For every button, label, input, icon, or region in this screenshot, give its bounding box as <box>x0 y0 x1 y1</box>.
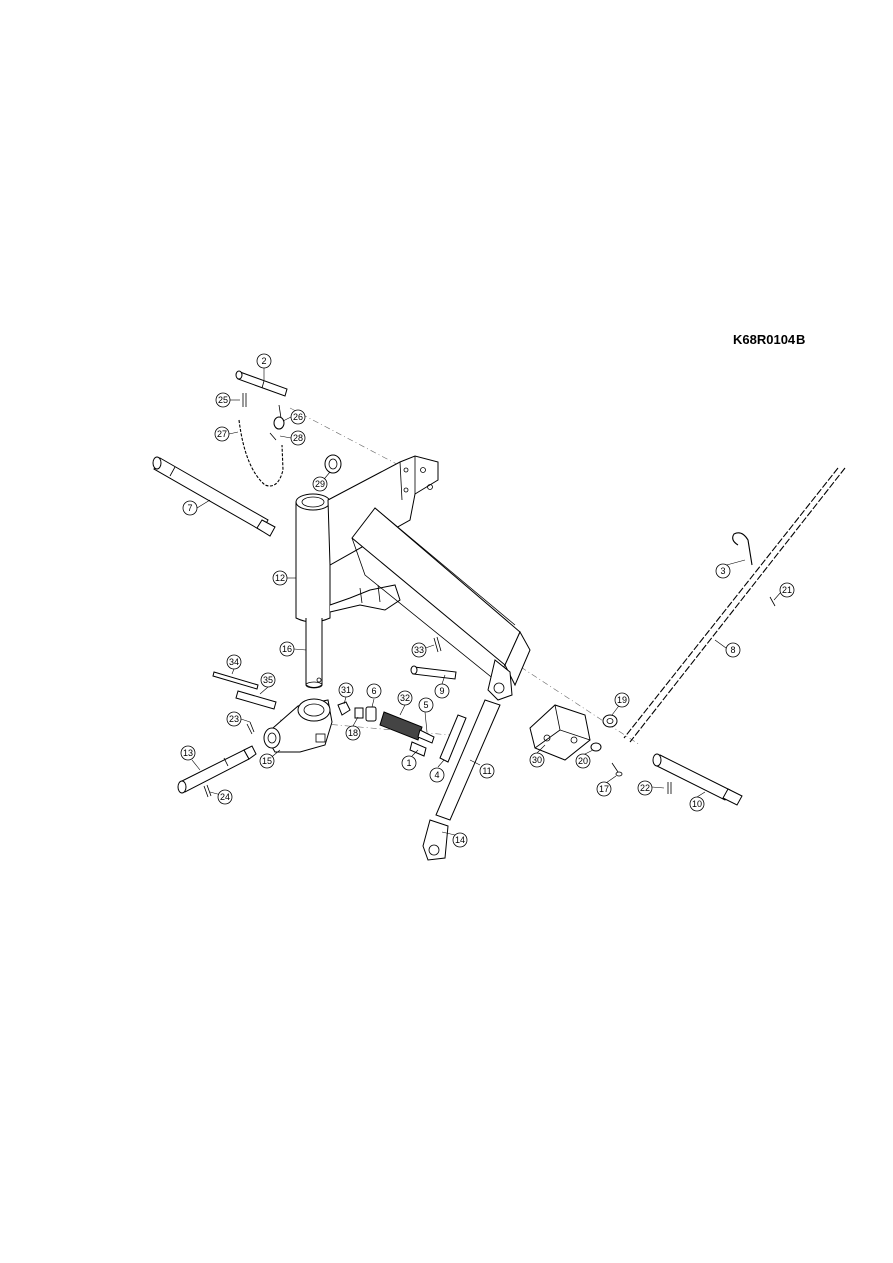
callout-30: 30 <box>529 752 545 768</box>
parts-washers <box>590 714 623 777</box>
svg-text:1: 1 <box>406 758 411 768</box>
part-15-clevis <box>263 698 333 753</box>
svg-text:5: 5 <box>423 700 428 710</box>
svg-text:9: 9 <box>439 686 444 696</box>
callout-2: 2 <box>256 353 272 369</box>
callout-7: 7 <box>182 500 198 516</box>
callout-28: 28 <box>290 430 306 446</box>
callout-6: 6 <box>366 683 382 699</box>
callout-3: 3 <box>715 563 731 579</box>
svg-text:23: 23 <box>229 714 239 724</box>
callout-24: 24 <box>217 789 233 805</box>
svg-text:21: 21 <box>782 585 792 595</box>
callout-14: 14 <box>452 832 468 848</box>
part-3-hook <box>732 532 753 566</box>
svg-text:11: 11 <box>482 766 491 776</box>
svg-text:35: 35 <box>263 675 273 685</box>
callout-5: 5 <box>418 697 434 713</box>
parts-9-33-pins <box>410 636 457 680</box>
callout-9: 9 <box>434 683 450 699</box>
part-26-ring <box>269 404 285 441</box>
parts-34-35-pins <box>212 671 277 710</box>
callout-16: 16 <box>279 641 295 657</box>
callout-26: 26 <box>290 409 306 425</box>
part-8-chain <box>623 467 846 743</box>
svg-text:28: 28 <box>293 433 303 443</box>
callout-11: 11 <box>479 763 495 779</box>
svg-text:18: 18 <box>348 728 358 738</box>
svg-text:29: 29 <box>315 479 325 489</box>
svg-text:3: 3 <box>720 566 725 576</box>
svg-text:19: 19 <box>617 695 627 705</box>
svg-text:32: 32 <box>400 693 410 703</box>
svg-text:17: 17 <box>599 784 609 794</box>
svg-text:31: 31 <box>341 685 351 695</box>
svg-text:6: 6 <box>371 686 376 696</box>
part-13-shaft <box>177 721 257 798</box>
callout-18: 18 <box>345 725 361 741</box>
callout-13: 13 <box>180 745 196 761</box>
svg-text:7: 7 <box>187 503 192 513</box>
callout-4: 4 <box>429 767 445 783</box>
part-4-plate <box>439 714 467 763</box>
callout-27: 27 <box>214 426 230 442</box>
callout-15: 15 <box>259 753 275 769</box>
parts-spring-assembly <box>337 701 435 757</box>
callout-1: 1 <box>401 755 417 771</box>
svg-text:15: 15 <box>262 756 272 766</box>
part-11-14-link <box>422 699 501 861</box>
svg-text:16: 16 <box>282 644 292 654</box>
part-30-bracket <box>529 704 591 761</box>
part-29-bushing <box>324 454 342 474</box>
svg-text:10: 10 <box>692 799 702 809</box>
part-2-pin <box>235 370 288 397</box>
callout-17: 17 <box>596 781 612 797</box>
svg-text:12: 12 <box>275 573 285 583</box>
part-10-shaft <box>652 753 743 806</box>
callout-31: 31 <box>338 682 354 698</box>
svg-text:33: 33 <box>414 645 424 655</box>
svg-text:8: 8 <box>730 645 735 655</box>
part-27-chain <box>238 419 284 487</box>
drawing-code: K68R0104 <box>733 332 796 347</box>
callout-22: 22 <box>637 780 653 796</box>
svg-text:14: 14 <box>455 835 465 845</box>
svg-text:30: 30 <box>532 755 542 765</box>
callout-12: 12 <box>272 570 288 586</box>
callout-29: 29 <box>312 476 328 492</box>
callout-20: 20 <box>575 753 591 769</box>
callout-23: 23 <box>226 711 242 727</box>
callout-19: 19 <box>614 692 630 708</box>
callout-33: 33 <box>411 642 427 658</box>
svg-text:25: 25 <box>218 395 228 405</box>
svg-text:27: 27 <box>217 429 227 439</box>
callout-8: 8 <box>725 642 741 658</box>
callout-10: 10 <box>689 796 705 812</box>
part-21-pin <box>769 596 776 607</box>
svg-text:4: 4 <box>434 770 439 780</box>
callout-34: 34 <box>226 654 242 670</box>
svg-text:13: 13 <box>183 748 193 758</box>
callout-25: 25 <box>215 392 231 408</box>
main-frame <box>295 455 531 701</box>
part-25-clip <box>242 393 247 407</box>
svg-text:26: 26 <box>293 412 303 422</box>
svg-text:22: 22 <box>640 783 650 793</box>
part-7-shaft <box>152 456 276 537</box>
svg-text:2: 2 <box>261 356 266 366</box>
svg-text:20: 20 <box>578 756 588 766</box>
callout-32: 32 <box>397 690 413 706</box>
drawing-revision: B <box>796 332 805 347</box>
callout-21: 21 <box>779 582 795 598</box>
svg-text:34: 34 <box>229 657 239 667</box>
callout-35: 35 <box>260 672 276 688</box>
svg-text:24: 24 <box>220 792 230 802</box>
